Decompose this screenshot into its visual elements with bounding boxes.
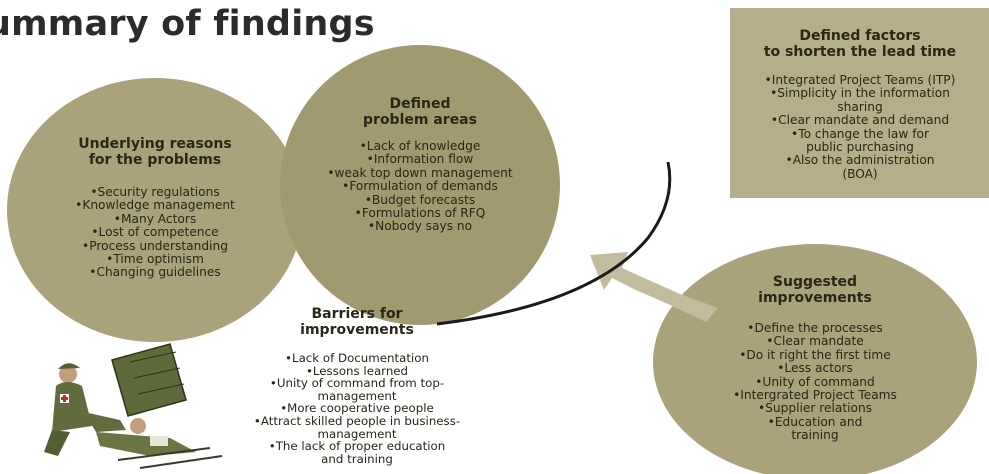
list-item: •Information flow	[366, 152, 474, 167]
list-item: •Process understanding	[82, 238, 228, 253]
problem-items: •Lack of knowledge •Information flow •we…	[320, 139, 520, 234]
list-item: management	[317, 426, 397, 441]
list-item: •Security regulations	[90, 185, 220, 199]
list-item: •Less actors	[777, 361, 853, 376]
suggested-improvements-circle	[653, 244, 977, 474]
list-item: •Knowledge management	[75, 198, 235, 213]
soldiers-medic-illustration	[44, 343, 223, 469]
list-item: •Lessons learned	[305, 363, 409, 378]
list-item: •The lack of proper education	[268, 439, 446, 454]
list-item: •weak top down management	[327, 165, 513, 180]
list-item: •Changing guidelines	[89, 265, 221, 280]
list-item: •To change the law for	[791, 126, 929, 141]
list-item: training	[791, 428, 839, 443]
list-item: •Unity of command	[755, 374, 875, 389]
list-item: •Formulations of RFQ	[354, 206, 486, 221]
defined-problem-areas: Defined problem areas •Lack of knowledge…	[320, 96, 520, 234]
list-item: •Integrated Project Teams (ITP)	[764, 73, 956, 87]
list-item: •Clear mandate	[766, 334, 864, 349]
factors-box	[730, 8, 989, 198]
suggested-improvements: Suggested improvements •Define the proce…	[700, 274, 930, 443]
feedback-arc	[436, 161, 672, 326]
factors-items: •Integrated Project Teams (ITP) •Simplic…	[730, 73, 989, 181]
list-item: •Formulation of demands	[342, 179, 498, 194]
list-item: •Define the processes	[747, 321, 883, 335]
list-item: •Lost of competence	[91, 225, 219, 240]
underlying-reasons: Underlying reasons for the problems •Sec…	[55, 136, 255, 280]
list-item: public purchasing	[806, 140, 914, 155]
underlying-heading-2: for the problems	[88, 152, 222, 168]
factors-heading-1: Defined factors	[799, 28, 921, 44]
barriers-items: •Lack of Documentation •Lessons learned …	[242, 352, 472, 465]
list-item: (BOA)	[842, 166, 878, 181]
list-item: •Budget forecasts	[364, 192, 476, 207]
list-item: •Clear mandate and demand	[770, 113, 950, 128]
suggested-heading-1: Suggested	[772, 274, 858, 290]
list-item: •Simplicity in the information	[770, 86, 950, 101]
page-title: ummary of findings	[0, 4, 375, 44]
list-item: •More cooperative people	[280, 401, 434, 416]
defined-problem-circle	[280, 45, 560, 325]
list-item: management	[317, 388, 397, 403]
list-item: •Lack of knowledge	[359, 139, 481, 153]
problem-heading-1: Defined	[389, 96, 451, 112]
underlying-heading-1: Underlying reasons	[78, 136, 232, 152]
underlying-items: •Security regulations •Knowledge managem…	[55, 185, 255, 280]
list-item: •Do it right the first time	[739, 347, 891, 362]
list-item: •Unity of command from top-	[269, 376, 445, 391]
barriers-for-improvements: Barriers for improvements •Lack of Docum…	[242, 306, 472, 465]
list-item: •Attract skilled people in business-	[253, 413, 461, 428]
barriers-heading-2: improvements	[300, 322, 414, 338]
list-item: •Also the administration	[785, 153, 935, 168]
barriers-heading-1: Barriers for	[311, 306, 403, 322]
list-item: •Intergrated Project Teams	[733, 388, 897, 403]
improvement-arrow	[590, 252, 718, 322]
list-item: sharing	[837, 99, 883, 114]
factors-heading-2: to shorten the lead time	[763, 44, 957, 60]
list-item: •Time optimism	[106, 252, 204, 267]
suggested-items: •Define the processes •Clear mandate •Do…	[700, 321, 930, 443]
underlying-reasons-circle	[7, 78, 303, 342]
list-item: •Supplier relations	[757, 401, 873, 416]
list-item: and training	[321, 451, 393, 466]
list-item: •Education and	[767, 414, 863, 429]
problem-heading-2: problem areas	[363, 112, 477, 128]
list-item: •Lack of Documentation	[285, 351, 429, 365]
list-item: •Nobody says no	[367, 219, 473, 234]
suggested-heading-2: improvements	[758, 290, 872, 306]
list-item: •Many Actors	[113, 211, 197, 226]
defined-factors: Defined factors to shorten the lead time…	[730, 28, 989, 181]
